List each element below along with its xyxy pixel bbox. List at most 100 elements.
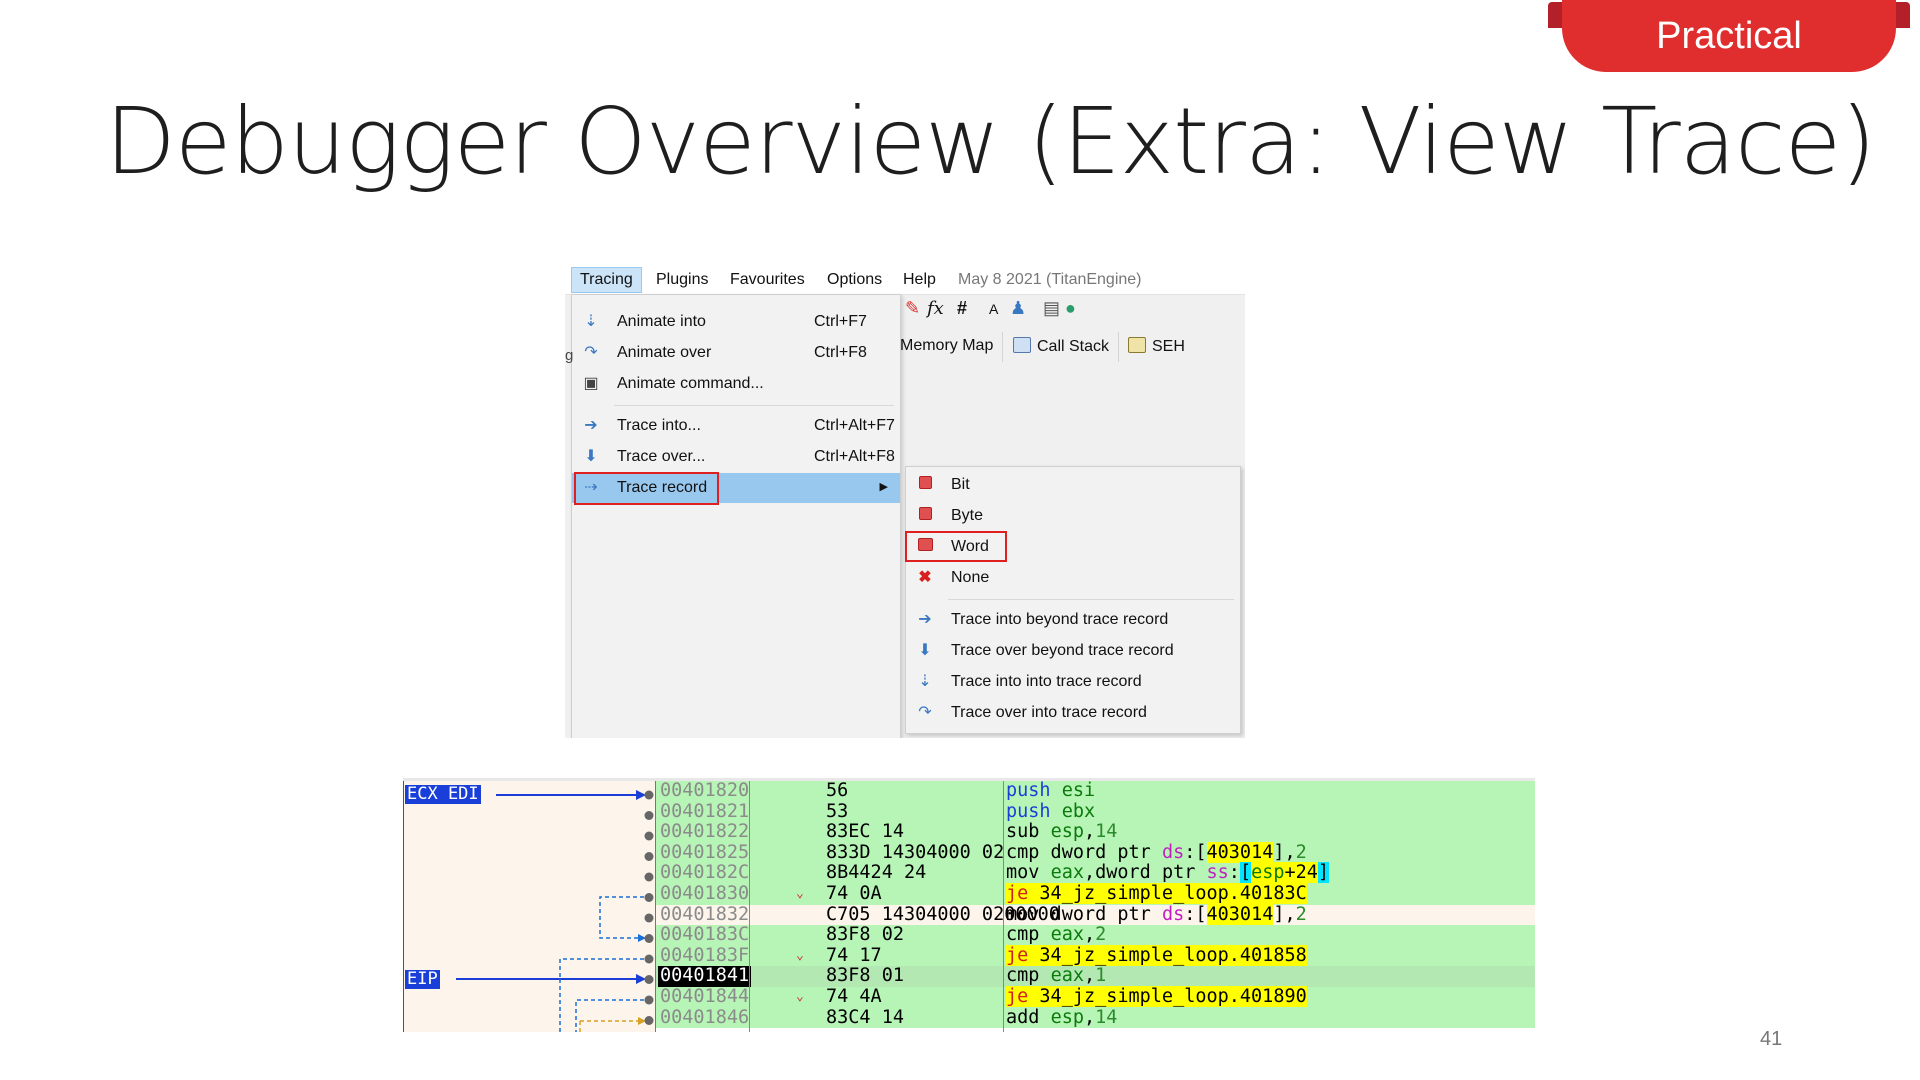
instruction-address: 00401841 [658, 965, 752, 987]
instruction-address: 00401822 [660, 821, 750, 843]
font-icon[interactable]: A [989, 301, 999, 317]
word-highlight-box [905, 531, 1007, 562]
menu-help[interactable]: Help [903, 271, 936, 288]
instruction-address: 00401844 [660, 986, 750, 1007]
menu-item-animate-into[interactable]: ⇣ Animate into Ctrl+F7 [572, 307, 900, 337]
tracing-dropdown: ⇣ Animate into Ctrl+F7 ↷ Animate over Ct… [571, 294, 901, 738]
menu-options[interactable]: Options [827, 271, 883, 288]
instruction-row[interactable]: 00401821 53 push ebx [656, 800, 1535, 823]
submenu-item-trace-over-beyond[interactable]: ⬇ Trace over beyond trace record [906, 636, 1240, 666]
instruction-bytes: 83F8 01 [826, 965, 904, 987]
bookmark-icon[interactable]: ✎ [905, 298, 921, 318]
trace-record-submenu: Bit Byte Word ✖ None ➔ Trace into beyond… [905, 466, 1241, 734]
instruction-address: 00401821 [660, 800, 750, 822]
menu-separator [614, 405, 894, 406]
trace-over-into-icon: ↷ [918, 704, 932, 721]
disassembly-header [403, 778, 1535, 781]
submenu-item-bit[interactable]: Bit [906, 470, 1240, 500]
menu-item-shortcut: Ctrl+Alt+F7 [814, 417, 895, 434]
build-info: May 8 2021 (TitanEngine) [958, 271, 1142, 288]
instruction-bytes: 8B4424 24 [826, 862, 927, 884]
submenu-item-byte[interactable]: Byte [906, 501, 1240, 531]
submenu-item-label: Trace over into trace record [951, 704, 1147, 721]
menu-item-trace-into[interactable]: ➔ Trace into... Ctrl+Alt+F7 [572, 411, 900, 441]
menu-item-label: Trace into... [617, 417, 701, 434]
menu-item-label: Animate command... [617, 375, 764, 392]
trace-over-icon: ⬇ [584, 448, 598, 465]
register-label-ecx-edi: ECX EDI [405, 784, 481, 804]
column-divider [655, 781, 656, 1032]
submenu-item-trace-into-beyond[interactable]: ➔ Trace into beyond trace record [906, 605, 1240, 635]
menu-item-trace-record[interactable]: ⇢ Trace record ▶ [572, 473, 900, 503]
menu-tracing[interactable]: Tracing [571, 267, 642, 293]
slide-title: Debugger Overview (Extra: View Trace) [105, 88, 1876, 195]
menu-item-shortcut: Ctrl+Alt+F8 [814, 448, 895, 465]
instruction-bytes: 74 0A [826, 883, 882, 904]
branch-arrows [456, 790, 654, 1032]
instruction-bytes: 53 [826, 800, 849, 822]
tracing-menu-screenshot: Tracing Plugins Favourites Options Help … [565, 264, 1245, 738]
submenu-item-trace-over-into[interactable]: ↷ Trace over into trace record [906, 698, 1240, 728]
register-label-eip: EIP [405, 969, 440, 989]
menu-item-animate-command[interactable]: ▣ Animate command... [572, 369, 900, 399]
instruction-address: 00401846 [660, 1006, 750, 1028]
instruction-bytes: C705 14304000 0200000 [826, 903, 1060, 925]
submenu-item-none[interactable]: ✖ None [906, 563, 1240, 593]
instruction-address: 0040183F [660, 944, 750, 966]
globe-icon[interactable]: ● [1065, 298, 1076, 318]
tab-memory-map[interactable]: Memory Map [900, 337, 993, 355]
instruction-address: 00401825 [660, 841, 750, 863]
bit-icon [916, 476, 934, 494]
submenu-item-label: Trace into into trace record [951, 673, 1142, 690]
instruction-address: 00401832 [660, 903, 750, 925]
hash-icon[interactable]: # [957, 298, 968, 318]
menu-item-label: Trace record [617, 479, 708, 496]
trace-record-icon: ⇢ [584, 479, 598, 496]
current-instruction-row[interactable]: 00401841 83F8 01 cmp eax,1 [656, 966, 1535, 987]
trace-into-icon: ➔ [584, 417, 598, 434]
animate-into-icon: ⇣ [584, 313, 598, 330]
menu-item-animate-over[interactable]: ↷ Animate over Ctrl+F8 [572, 338, 900, 368]
calculator-icon[interactable]: ▤ [1043, 298, 1061, 318]
menu-plugins[interactable]: Plugins [656, 271, 709, 288]
submenu-item-word[interactable]: Word [906, 532, 1240, 562]
byte-icon [916, 507, 934, 525]
seh-icon [1128, 337, 1146, 353]
instruction-address: 0040182C [660, 862, 750, 884]
tab-seh[interactable]: SEH [1128, 337, 1185, 356]
instruction-asm: cmp eax,1 [1006, 965, 1107, 987]
tab-seh-label: SEH [1152, 338, 1185, 355]
practical-badge: Practical [1548, 0, 1910, 72]
submenu-item-label: Word [951, 538, 989, 555]
trace-into-into-icon: ⇣ [918, 673, 932, 690]
instruction-asm: add esp,14 [1006, 1006, 1118, 1028]
instruction-asm: push ebx [1006, 800, 1096, 822]
tab-call-stack-label: Call Stack [1037, 338, 1110, 355]
submenu-arrow-icon: ▶ [879, 481, 888, 493]
user-icon[interactable]: ♟ [1010, 298, 1027, 318]
tab-memory-map-label: Memory Map [900, 337, 994, 354]
column-divider [749, 781, 750, 1032]
tab-call-stack[interactable]: Call Stack [1013, 337, 1109, 356]
trace-into-beyond-icon: ➔ [918, 611, 932, 628]
instruction-row[interactable]: 00401846 83C4 14 add esp,14 [656, 1006, 1535, 1029]
menu-item-trace-over[interactable]: ⬇ Trace over... Ctrl+Alt+F8 [572, 442, 900, 472]
jump-taken-icon: ⌄ [796, 947, 804, 963]
animate-over-icon: ↷ [584, 344, 598, 361]
instruction-bytes: 83C4 14 [826, 1006, 904, 1028]
submenu-item-label: Trace over beyond trace record [951, 642, 1174, 659]
instruction-asm: je 34_jz_simple_loop.401858 [1006, 944, 1307, 966]
submenu-item-trace-into-into[interactable]: ⇣ Trace into into trace record [906, 667, 1240, 697]
fx-icon[interactable]: fx [927, 298, 944, 319]
instruction-asm: push esi [1006, 780, 1096, 801]
menu-favourites[interactable]: Favourites [730, 271, 805, 288]
